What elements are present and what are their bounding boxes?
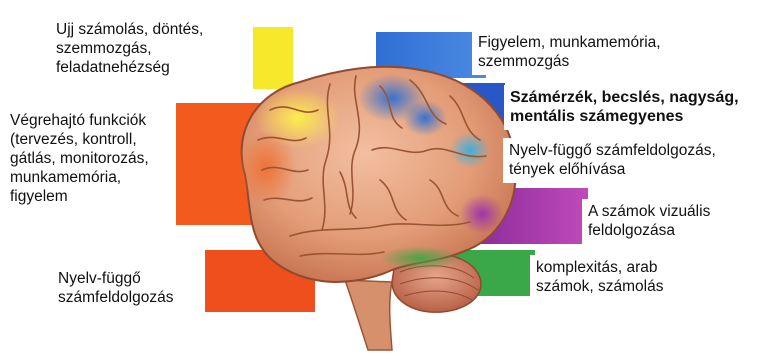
brain-stem [345,280,392,350]
label-line: Ujj számolás, döntés, [56,20,203,39]
label-line: mentális számegyenes [510,107,739,126]
label-line: szemmozgás, [56,39,203,58]
label-line: Számérzék, becslés, nagyság, [510,88,739,107]
label-orange-region: Végrehajtó funkciók (tervezés, kontroll,… [4,108,155,210]
label-line: számok, számolás [536,277,663,296]
darkblue-hotspot [403,100,447,136]
label-red-region: Nyelv-függő számfeldolgozás [52,266,179,311]
label-line: Nyelv-függő számfeldolgozás, [509,141,716,160]
label-line: feldolgozása [588,221,710,240]
purple-hotspot [460,194,504,234]
label-line: Figyelem, munkamemória, [478,33,661,52]
label-cyan-region: Nyelv-függő számfeldolgozás, tények előh… [503,138,722,183]
label-line: tények előhívása [509,160,716,179]
label-line: szemmozgás [478,52,661,71]
green-hotspot [380,246,460,270]
label-line: A számok vizuális [588,202,710,221]
label-yellow-region: Ujj számolás, döntés, szemmozgás, felada… [52,20,207,77]
label-darkblue-region: Számérzék, becslés, nagyság, mentális sz… [504,85,745,130]
label-line: Végrehajtó funkciók [10,111,149,130]
cyan-hotspot [450,132,490,168]
label-line: figyelem [10,187,149,206]
label-line: gátlás, monitorozás, [10,149,149,168]
label-line: (tervezés, kontroll, [10,130,149,149]
label-line: munkamemória, [10,168,149,187]
label-line: Nyelv-függő [58,269,173,288]
label-line: számfeldolgozás [58,288,173,307]
label-line: feladatnehézség [56,58,203,77]
label-line: komplexitás, arab [536,258,663,277]
label-purple-region: A számok vizuális feldolgozása [582,199,716,244]
label-green-region: komplexitás, arab számok, számolás [530,255,669,300]
label-blue-region: Figyelem, munkamemória, szemmozgás [472,30,667,75]
